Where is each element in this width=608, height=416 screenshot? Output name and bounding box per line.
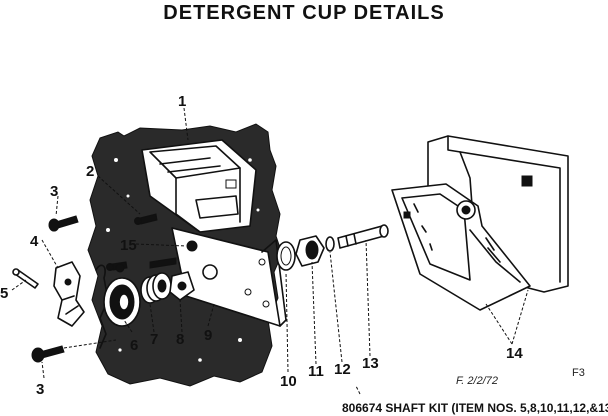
page-title: DETERGENT CUP DETAILS — [163, 2, 445, 24]
part-14-detergent-cup — [391, 135, 569, 311]
callout-11: 11 — [308, 363, 324, 380]
corner-mark: F. 2/2/72 — [456, 375, 498, 387]
callout-15: 15 — [120, 237, 137, 254]
callout-labels: 1 2 3 4 5 6 7 8 9 15 10 11 12 13 14 3 — [0, 93, 523, 398]
part-10-washer — [276, 241, 296, 271]
part-3-screw-lower — [31, 345, 65, 363]
callout-6: 6 — [130, 337, 138, 354]
part-7-cam — [103, 277, 141, 327]
callout-5: 5 — [0, 285, 8, 302]
leader-lines — [11, 107, 529, 395]
callout-3-lower: 3 — [36, 381, 44, 398]
callout-4: 4 — [30, 233, 39, 250]
part-15-rivet — [186, 240, 198, 252]
part-4-latch-arm — [53, 261, 85, 327]
callout-1: 1 — [178, 93, 186, 110]
part-13-shaft — [337, 224, 389, 249]
figure-code: F3 — [572, 367, 585, 379]
callout-9: 9 — [204, 327, 212, 344]
callout-12: 12 — [334, 361, 351, 378]
part-12-small-washer — [325, 236, 335, 252]
callout-2: 2 — [86, 163, 94, 180]
callout-10: 10 — [280, 373, 297, 390]
part-8-actuator — [115, 257, 195, 301]
part-3-screw-upper — [48, 215, 79, 232]
callout-13: 13 — [362, 355, 379, 372]
callout-7: 7 — [150, 331, 158, 348]
shaft-kit-note: 806674 SHAFT KIT (ITEM NOS. 5,8,10,11,12… — [342, 401, 608, 415]
part-11-bushing — [295, 235, 325, 267]
part-8-coil-spring — [140, 272, 172, 304]
part-6-spring — [95, 264, 109, 349]
part-5-pin — [12, 268, 39, 289]
callout-8: 8 — [176, 331, 184, 348]
callout-3-upper: 3 — [50, 183, 58, 200]
part-1-detergent-cup-lid — [141, 139, 257, 233]
callout-14: 14 — [506, 345, 523, 362]
